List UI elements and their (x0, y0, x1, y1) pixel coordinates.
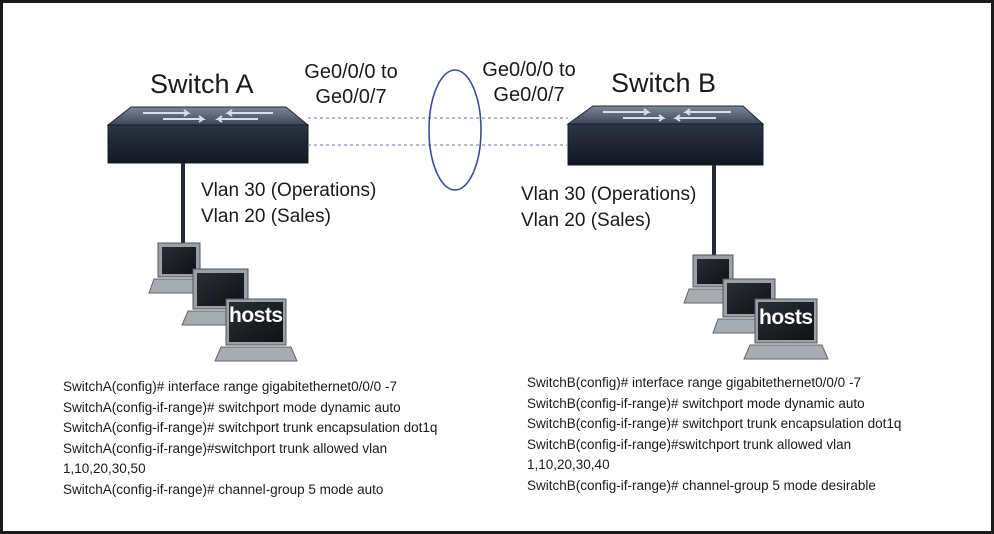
diagram-graphics (106, 69, 829, 362)
switch-b-icon (566, 105, 765, 166)
switch-b-port-range: Ge0/0/0 to Ge0/0/7 (474, 58, 584, 108)
cli-line: SwitchA(config-if-range)#switchport trun… (63, 440, 388, 456)
laptop-icon (743, 298, 829, 360)
cli-line: 1,10,20,30,40 (527, 457, 610, 473)
cli-line: 1,10,20,30,50 (63, 461, 146, 477)
switch-b-title: Switch B (611, 68, 717, 98)
hosts-a-label: hosts (229, 304, 283, 327)
etherchannel-ellipse-icon (428, 69, 482, 191)
switch-b-config-commands: SwitchB(config)# interface range gigabit… (527, 373, 901, 497)
hosts-b-laptop-group (683, 254, 829, 360)
switch-a-icon (106, 106, 310, 164)
cli-line: SwitchA(config)# interface range gigabit… (63, 379, 397, 394)
vlan-label: Vlan 20 (Sales) (201, 206, 331, 227)
cli-line: SwitchB(config-if-range)# switchport tru… (527, 416, 902, 432)
port-range-line: Ge0/0/0 to (482, 59, 576, 81)
cli-line: SwitchA(config-if-range)# channel-group … (63, 481, 384, 497)
switch-a-vlan-list: Vlan 30 (Operations) Vlan 20 (Sales) (201, 178, 376, 230)
port-range-line: Ge0/0/0 to (304, 61, 398, 83)
laptop-icon (214, 298, 298, 362)
hosts-a-laptop-group (148, 242, 298, 362)
hosts-b-label: hosts (759, 306, 813, 329)
port-range-line: Ge0/0/7 (315, 86, 387, 108)
cli-line: SwitchB(config-if-range)# channel-group … (527, 477, 876, 493)
vlan-label: Vlan 30 (Operations) (521, 184, 697, 205)
switch-a-title: Switch A (150, 69, 254, 99)
cli-line: SwitchA(config-if-range)# switchport mod… (63, 399, 401, 415)
cli-line: SwitchA(config-if-range)# switchport tru… (63, 420, 438, 436)
vlan-label: Vlan 20 (Sales) (521, 210, 651, 231)
cli-line: SwitchB(config-if-range)# switchport mod… (527, 395, 865, 411)
cli-line: SwitchB(config-if-range)#switchport trun… (527, 436, 852, 452)
switch-a-port-range: Ge0/0/0 to Ge0/0/7 (296, 60, 406, 110)
switch-a-config-commands: SwitchA(config)# interface range gigabit… (63, 377, 437, 501)
port-range-line: Ge0/0/7 (493, 84, 565, 106)
vlan-label: Vlan 30 (Operations) (201, 180, 377, 201)
switch-b-vlan-list: Vlan 30 (Operations) Vlan 20 (Sales) (521, 182, 696, 234)
laptop-icon (712, 278, 786, 334)
cli-line: SwitchB(config)# interface range gigabit… (527, 375, 861, 390)
